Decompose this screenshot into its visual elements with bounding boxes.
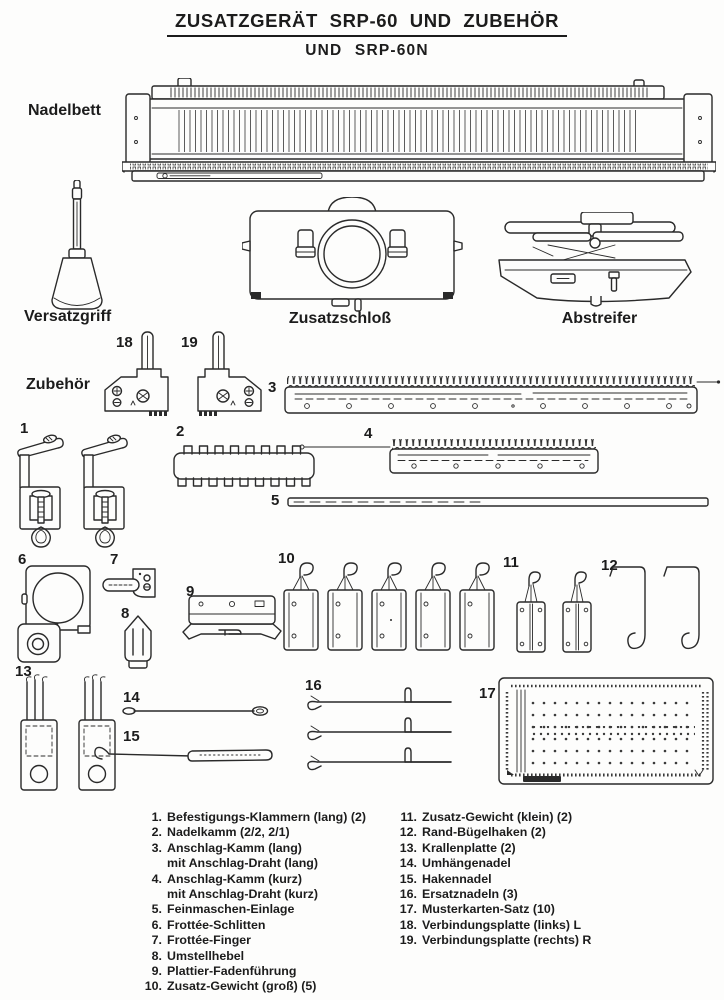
verbindungsplatten-drawing: [104, 331, 262, 417]
page-title: ZUSATZGERÄT SRP-60 UND ZUBEHÖR: [166, 10, 568, 37]
callout-10: 10: [278, 550, 295, 567]
parts-list-item: 9.Plattier-Fadenführung: [151, 964, 297, 979]
parts-list-item: 2.Nadelkamm (2/2, 2/1): [151, 825, 290, 840]
feinmaschen-einlage-drawing: [287, 497, 709, 507]
callout-8: 8: [121, 605, 130, 622]
parts-list-item: 11.Zusatz-Gewicht (klein) (2): [400, 810, 573, 824]
nadelbett-drawing: [122, 78, 716, 182]
callout-13: 13: [15, 663, 32, 680]
frottee-finger-drawing: [102, 568, 156, 598]
parts-list-item: 12.Rand-Bügelhaken (2): [399, 825, 546, 840]
parts-list-item: 8.Umstellhebel: [151, 948, 245, 963]
parts-list-item: 17.Musterkarten-Satz (10): [399, 902, 555, 917]
versatzgriff-drawing: [51, 180, 103, 310]
callout-9: 9: [186, 583, 195, 600]
parts-list-item: 14.Umhängenadel: [399, 856, 511, 871]
label-versatzgriff: Versatzgriff: [24, 308, 112, 325]
anschlag-kamm-kurz-drawing: [299, 439, 599, 474]
nadelkamm-drawing: [173, 445, 315, 487]
callout-6: 6: [18, 551, 27, 568]
befestigungs-klammern-drawing: [17, 433, 128, 548]
callout-16: 16: [305, 677, 322, 694]
parts-list-right: 11.Zusatz-Gewicht (klein) (2) 12.Rand-Bü…: [390, 810, 655, 949]
page-subtitle: UND SRP-60N: [305, 42, 429, 59]
label-abstreifer: Abstreifer: [561, 310, 638, 327]
umhaengenadel-drawing: [122, 706, 269, 716]
parts-list-item: 15.Hakennadel: [399, 871, 492, 886]
label-zubehoer: Zubehör: [26, 376, 90, 393]
parts-list-item: 13.Krallenplatte (2): [399, 840, 516, 855]
page-header: ZUSATZGERÄT SRP-60 UND ZUBEHÖR UND SRP-6…: [0, 10, 724, 60]
parts-list-left: 1.Befestigungs-Klammern (lang) (2) 2.Nad…: [135, 810, 395, 995]
parts-list-item: 3.Anschlag-Kamm (lang) mit Anschlag-Drah…: [151, 840, 318, 871]
parts-list-item: 7.Frottée-Finger: [151, 933, 251, 948]
parts-list-item: 18.Verbindungsplatte (links) L: [399, 917, 582, 932]
callout-7: 7: [110, 551, 119, 568]
musterkarten-drawing: [498, 677, 714, 785]
callout-17: 17: [479, 685, 496, 702]
parts-list-item: 4.Anschlag-Kamm (kurz) mit Anschlag-Drah…: [151, 871, 318, 902]
anschlag-kamm-lang-drawing: [284, 376, 721, 414]
label-nadelbett: Nadelbett: [28, 102, 101, 119]
rand-buegelhaken-drawing: [609, 566, 700, 650]
ersatznadeln-drawing: [307, 687, 452, 771]
zusatz-gewicht-klein-drawing: [516, 571, 592, 653]
zusatzschloss-drawing: [242, 197, 463, 312]
krallenplatte-drawing: [20, 674, 116, 791]
callout-12: 12: [601, 557, 618, 574]
callout-3: 3: [268, 379, 277, 396]
callout-19: 19: [181, 334, 198, 351]
parts-list-item: 6.Frottée-Schlitten: [151, 917, 266, 932]
zusatz-gewicht-gross-drawing: [283, 562, 495, 651]
parts-list-item: 16.Ersatznadeln (3): [399, 887, 518, 902]
abstreifer-drawing: [498, 212, 692, 307]
callout-15: 15: [123, 728, 140, 745]
parts-list-item: 5.Feinmaschen-Einlage: [151, 902, 295, 917]
callout-18: 18: [116, 334, 133, 351]
callout-11: 11: [503, 554, 519, 571]
frottee-schlitten-drawing: [17, 565, 91, 663]
parts-list-item: 1.Befestigungs-Klammern (lang) (2): [151, 810, 366, 824]
plattier-fadenfuehrung-drawing: [182, 595, 282, 640]
parts-list-item: 19.Verbindungsplatte (rechts) R: [399, 933, 592, 948]
callout-5: 5: [271, 492, 280, 509]
callout-4: 4: [364, 425, 373, 442]
callout-1: 1: [20, 420, 29, 437]
hakennadel-drawing: [94, 746, 273, 762]
umstellhebel-drawing: [124, 615, 152, 669]
parts-list-item: 10.Zusatz-Gewicht (groß) (5): [144, 979, 317, 994]
label-zusatzschloss: Zusatzschloß: [288, 310, 392, 327]
callout-14: 14: [123, 689, 140, 706]
callout-2: 2: [176, 423, 185, 440]
